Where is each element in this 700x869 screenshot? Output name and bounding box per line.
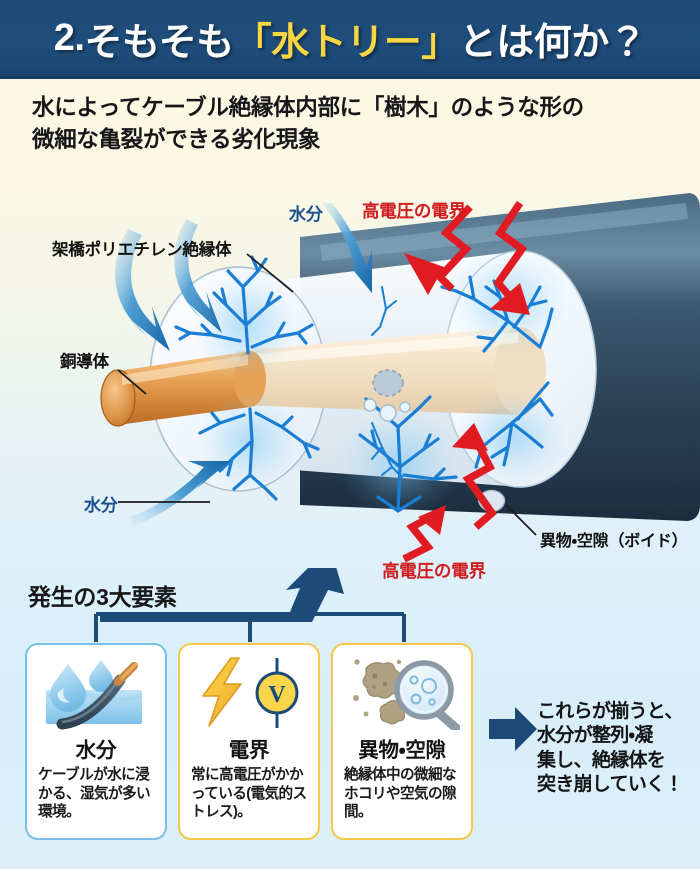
factors-title: 発生の3大要素	[28, 584, 177, 610]
title-accent: 「水トリー」	[233, 21, 460, 64]
factor-card-void[interactable]: 異物・空隙 絶縁体中の微細なホコリや空気の隙間。	[331, 643, 473, 840]
title-post: とは何か？	[458, 21, 647, 64]
electric-field-arrow-group	[434, 200, 528, 302]
bracket-svg	[94, 546, 406, 642]
conclusion-line-3: 集し、絶縁体を	[537, 749, 666, 771]
factors-bracket	[0, 546, 700, 668]
cable-diagram	[0, 175, 700, 575]
lead-paragraph: 水によってケーブル絶縁体内部に「樹木」のような形の 微細な亀裂ができる劣化現象	[32, 92, 677, 156]
factor-cards: 水分 ケーブルが水に浸かる、湿気が多い環境。 V	[0, 643, 700, 848]
factor-card-title: 電界	[228, 739, 270, 762]
conclusion-line-4: 突き崩していく！	[537, 773, 684, 795]
page-title: 2. そもそも「水トリー」とは何か？	[0, 0, 700, 76]
label-electric-field-top: 高電圧の電界	[362, 201, 466, 221]
label-moisture-left: 水分	[84, 496, 118, 515]
conclusion-line-2: 水分が整列・凝	[537, 725, 653, 747]
factor-card-desc: 絶縁体中の微細なホコリや空気の隙間。	[344, 767, 457, 821]
lightning-voltmeter-icon: V	[187, 652, 311, 732]
title-pre: そもそも	[84, 21, 234, 64]
factor-card-desc: 常に高電圧がかかっている(電気的ストレス)。	[191, 767, 307, 821]
label-moisture-top: 水分	[289, 205, 323, 224]
lead-line-2: 微細な亀裂ができる劣化現象	[32, 126, 321, 152]
arrow-right-icon	[487, 703, 539, 755]
factor-card-title: 水分	[75, 739, 117, 762]
lead-line-1: 水によってケーブル絶縁体内部に「樹木」のような形の	[32, 95, 584, 120]
title-index: 2.	[53, 16, 85, 59]
conclusion-line-1: これらが揃うと、	[537, 701, 683, 722]
arrow-up-right-icon	[100, 546, 344, 622]
factor-card-moisture[interactable]: 水分 ケーブルが水に浸かる、湿気が多い環境。	[25, 643, 167, 840]
factor-card-electric-field[interactable]: V 電界 常に高電圧がかかっている(電気的ストレス)。	[178, 643, 320, 840]
moisture-arrow-group	[115, 203, 372, 527]
dust-magnifier-icon	[340, 652, 464, 732]
label-copper-conductor: 銅導体	[60, 353, 109, 371]
factor-card-desc: ケーブルが水に浸かる、湿気が多い環境。	[38, 767, 151, 821]
label-electric-field-bottom: 高電圧の電界	[382, 561, 486, 581]
water-droplet-cable-icon	[34, 652, 158, 732]
electric-field-arrow-group-lower	[402, 431, 498, 563]
label-xlpe-insulator: 架橋ポリエチレン絶縁体	[52, 241, 232, 259]
conclusion-text: これらが揃うと、 水分が整列・凝 集し、絶縁体を 突き崩していく！	[537, 700, 697, 797]
factor-card-title: 異物・空隙	[358, 739, 446, 762]
cable-diagram-svg	[100, 193, 700, 563]
svg-text:V: V	[268, 682, 286, 708]
header-bar: 2. そもそも「水トリー」とは何か？	[0, 0, 700, 79]
label-void: 異物・空隙（ボイド）	[540, 533, 688, 550]
